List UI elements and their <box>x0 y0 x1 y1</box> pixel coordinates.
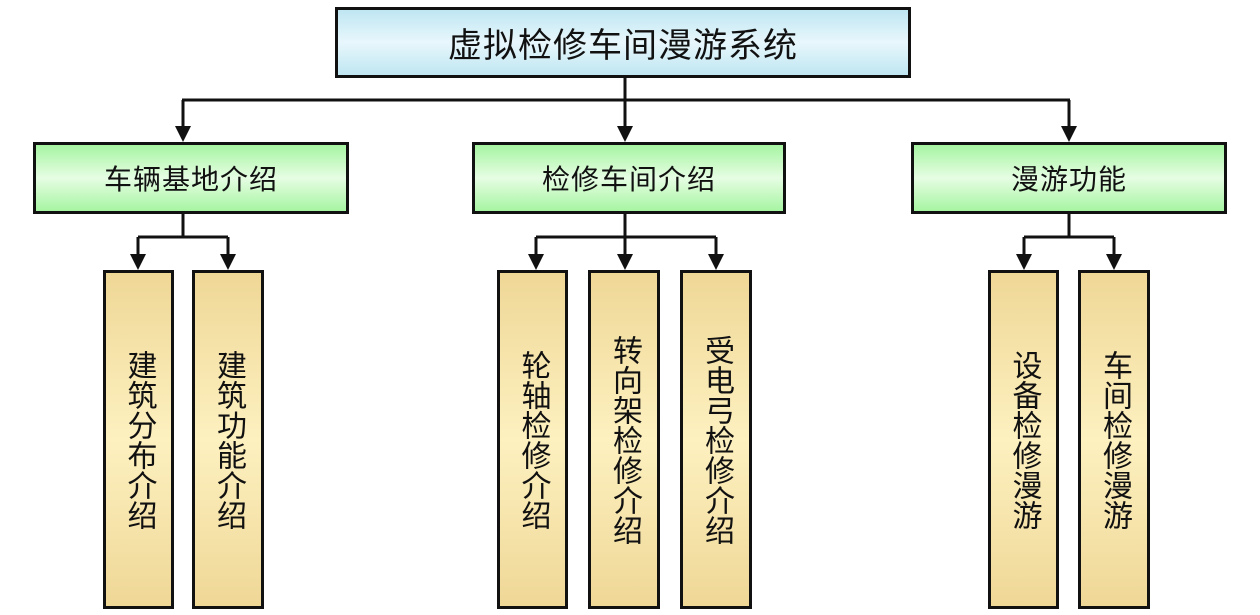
root-node: 虚拟检修车间漫游系统 <box>335 7 911 78</box>
leaf-node-label: 受电弓检修介绍 <box>699 334 734 545</box>
leaf-node-label: 车间检修漫游 <box>1097 349 1132 530</box>
arrowhead-icon <box>175 126 191 142</box>
arrowhead-icon <box>220 254 236 270</box>
leaf-node-label: 建筑分布介绍 <box>121 349 157 530</box>
branch-node-label: 检修车间介绍 <box>541 163 716 196</box>
arrowhead-icon <box>617 126 633 142</box>
leaf-node-wheelset: 轮轴检修介绍 <box>497 270 568 609</box>
leaf-node-pantograph: 受电弓检修介绍 <box>680 270 752 609</box>
arrowhead-icon <box>130 254 146 270</box>
branch-node-vehicle-base: 车辆基地介绍 <box>33 142 349 214</box>
leaf-node-label: 设备检修漫游 <box>1006 349 1042 530</box>
leaf-node-label: 建筑功能介绍 <box>211 349 246 530</box>
leaf-node-equipment-roaming: 设备检修漫游 <box>988 270 1059 609</box>
leaf-node-building-function: 建筑功能介绍 <box>192 270 264 609</box>
arrowhead-icon <box>1061 126 1077 142</box>
arrowhead-icon <box>1016 254 1032 270</box>
arrowhead-icon <box>528 254 544 270</box>
leaf-node-label: 轮轴检修介绍 <box>515 349 551 530</box>
arrowhead-icon <box>617 254 633 270</box>
leaf-node-bogie: 转向架检修介绍 <box>588 270 660 609</box>
branch-node-label: 车辆基地介绍 <box>103 163 278 196</box>
leaf-node-building-layout: 建筑分布介绍 <box>103 270 174 609</box>
leaf-node-label: 转向架检修介绍 <box>607 334 642 545</box>
branch-node-workshop: 检修车间介绍 <box>472 142 786 214</box>
leaf-node-workshop-roaming: 车间检修漫游 <box>1078 270 1150 609</box>
root-node-label: 虚拟检修车间漫游系统 <box>448 26 798 66</box>
arrowhead-icon <box>708 254 724 270</box>
arrowhead-icon <box>1106 254 1122 270</box>
branch-node-label: 漫游功能 <box>1010 163 1127 196</box>
branch-node-roaming: 漫游功能 <box>911 142 1227 214</box>
